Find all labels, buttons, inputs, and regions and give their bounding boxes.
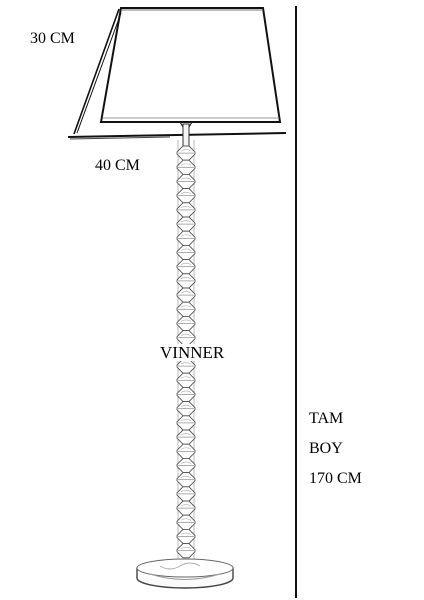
glass-bead [176,486,196,502]
glass-bead [176,315,196,332]
shade-height-label: 30 CM [30,30,75,47]
glass-bead [176,216,196,232]
glass-bead [176,259,196,275]
glass-bead [176,500,196,516]
glass-bead [176,457,196,474]
total-height-label-line2: BOY [309,440,343,457]
glass-bead [176,145,196,161]
glass-bead [176,244,196,261]
glass-bead [176,188,196,204]
brand-label: VINNER [159,343,226,362]
lamp-shade [99,7,282,123]
glass-bead [176,543,196,559]
glass-bead [176,528,196,545]
glass-bead [176,401,196,417]
glass-bead [176,429,196,445]
total-height-value: 170 CM [309,470,362,487]
glass-bead [176,173,196,190]
glass-bead [176,273,196,289]
shade-height-dimension-line [73,8,122,135]
glass-bead [176,415,196,431]
glass-bead [176,230,196,246]
glass-bead [176,372,196,388]
glass-bead [176,301,196,317]
total-height-label-line1: TAM [309,410,344,427]
shade-width-dimension-line [67,132,287,140]
shade-width-label: 40 CM [95,157,140,174]
glass-bead [176,202,196,218]
glass-bead [176,472,196,488]
glass-bead [176,159,196,175]
glass-bead [176,443,196,459]
glass-bead [176,514,196,530]
glass-bead [176,287,196,303]
glass-bead [176,386,196,403]
lamp-base [136,558,234,589]
